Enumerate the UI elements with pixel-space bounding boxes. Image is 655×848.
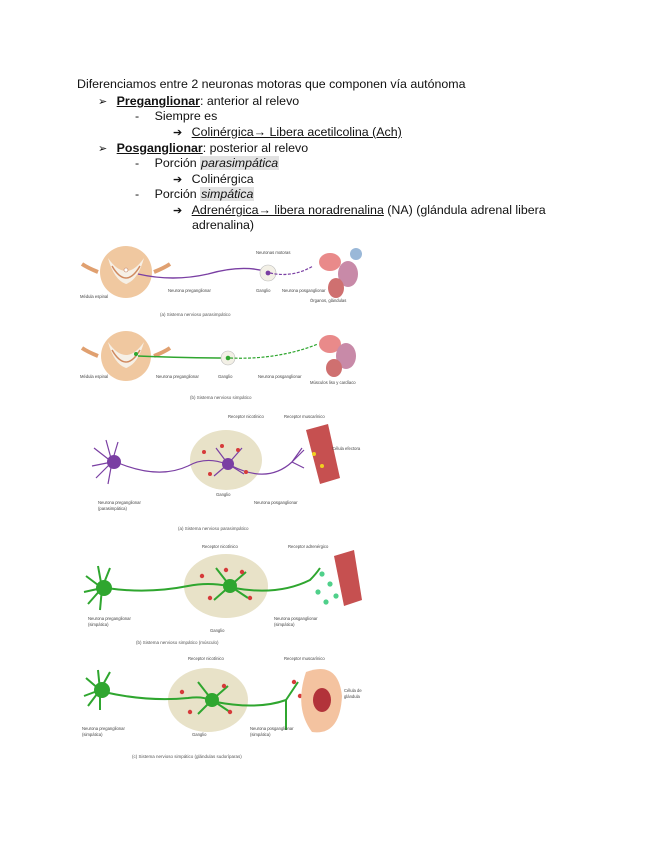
- item-posganglionar: ➢ Posganglionar: posterior al relevo: [98, 141, 308, 157]
- sub-label-prefix: Porción: [154, 156, 201, 170]
- arrow-bullet-icon: ➢: [98, 143, 108, 155]
- dash-bullet: -: [135, 156, 140, 170]
- detail-link: Adrenérgica→ libera noradrenalina: [191, 203, 384, 217]
- right-arrow-icon: ➔: [173, 174, 183, 186]
- svg-text:Receptor nicotínico: Receptor nicotínico: [202, 544, 239, 549]
- svg-text:Músculos liso y cardíaco: Músculos liso y cardíaco: [310, 380, 356, 385]
- svg-text:Médula espinal: Médula espinal: [80, 294, 108, 299]
- highlight-simpatica: simpática: [200, 187, 255, 201]
- highlight-parasimpatica: parasimpática: [200, 156, 280, 170]
- term-posganglionar: Posganglionar: [116, 141, 203, 155]
- sub-label-prefix: Porción: [154, 187, 201, 201]
- svg-text:Ganglio: Ganglio: [192, 732, 207, 737]
- svg-text:Ganglio: Ganglio: [218, 374, 233, 379]
- detail-link: Colinérgica→ Libera acetilcolina (Ach): [191, 125, 402, 139]
- muscle-cell-icon: [334, 550, 362, 606]
- svg-text:Receptor nicotínico: Receptor nicotínico: [188, 656, 225, 661]
- svg-text:Ganglio: Ganglio: [216, 492, 231, 497]
- svg-text:(simpática): (simpática): [88, 622, 109, 627]
- neuron-diagram-icon: [83, 669, 299, 730]
- svg-text:Célula efectora: Célula efectora: [332, 446, 361, 451]
- organs-icon: [319, 248, 362, 298]
- svg-text:Neurona preganglionar: Neurona preganglionar: [82, 726, 125, 731]
- detail-tail: (NA) (glándula adrenal libera: [383, 203, 546, 217]
- intro-text: Diferenciamos entre 2 neuronas motoras q…: [77, 77, 466, 91]
- figure-parasympathetic-neurons: (a) Sistema nervioso parasimpático Neuro…: [91, 414, 361, 531]
- spinal-cord-diagram-icon: [80, 331, 172, 381]
- svg-text:Neurona posganglionar: Neurona posganglionar: [282, 288, 326, 293]
- figure-sympathetic-neurons-muscle: (b) Sistema nervioso simpático (músculo)…: [83, 544, 362, 645]
- svg-text:Neurona posganglionar: Neurona posganglionar: [250, 726, 294, 731]
- svg-text:Médula espinal: Médula espinal: [80, 374, 108, 379]
- sub-label: Siempre es: [154, 109, 218, 123]
- svg-text:Órganos, glándulas: Órganos, glándulas: [310, 298, 346, 303]
- detail-plain: Colinérgica: [191, 172, 254, 186]
- dash-bullet: -: [135, 109, 140, 123]
- ganglion-icon: [259, 264, 277, 282]
- svg-text:(simpática): (simpática): [274, 622, 295, 627]
- figure-sympathetic-schematic: (b) Sistema nervioso simpático Médula es…: [80, 331, 356, 400]
- svg-text:Neurona posganglionar: Neurona posganglionar: [274, 616, 318, 621]
- arrow-bullet-icon: ➢: [98, 96, 108, 108]
- svg-text:(b) Sistema nervioso simpático: (b) Sistema nervioso simpático (músculo): [136, 640, 219, 645]
- svg-text:Neurona posganglionar: Neurona posganglionar: [254, 500, 298, 505]
- dash-bullet: -: [135, 187, 140, 201]
- svg-text:Célula de: Célula de: [344, 688, 362, 693]
- svg-text:(simpática): (simpática): [250, 732, 271, 737]
- svg-text:Neurona preganglionar: Neurona preganglionar: [156, 374, 199, 379]
- svg-text:(a) Sistema nervioso parasimpá: (a) Sistema nervioso parasimpático: [178, 526, 249, 531]
- organs-icon: [319, 335, 356, 377]
- neuron-diagram-icon: [83, 565, 321, 611]
- svg-text:Neuronas motoras: Neuronas motoras: [256, 250, 290, 255]
- svg-text:(c) Sistema nervioso simpático: (c) Sistema nervioso simpático (glándula…: [132, 754, 242, 759]
- term-preganglionar-desc: : anterior al relevo: [199, 94, 300, 108]
- figure-parasympathetic-schematic: (a) Sistema nervioso parasimpático Médul…: [80, 246, 362, 317]
- svg-text:Receptor muscarínico: Receptor muscarínico: [284, 656, 325, 661]
- detail-colinergica-ach: ➔ Colinérgica→ Libera acetilcolina (Ach): [173, 125, 402, 141]
- svg-text:Neurona preganglionar: Neurona preganglionar: [168, 288, 211, 293]
- item-preganglionar: ➢ Preganglionar: anterior al relevo: [98, 94, 299, 110]
- svg-text:(a) Sistema nervioso parasimpá: (a) Sistema nervioso parasimpático: [160, 312, 231, 317]
- sub-siempre-es: - Siempre es: [135, 109, 217, 124]
- right-arrow-icon: ➔: [173, 205, 183, 217]
- right-arrow-icon: ➔: [173, 127, 183, 139]
- receptor-icon: [179, 679, 303, 715]
- gland-cell-icon: [301, 669, 342, 733]
- receptor-icon: [202, 444, 248, 476]
- noradrenaline-icon: [315, 571, 339, 605]
- spinal-cord-diagram-icon: [80, 246, 172, 298]
- neuron-diagram-icon: [91, 439, 305, 485]
- svg-text:(simpática): (simpática): [82, 732, 103, 737]
- svg-text:Receptor muscarínico: Receptor muscarínico: [284, 414, 325, 419]
- detail-adrenergica: ➔ Adrenérgica→ libera noradrenalina (NA)…: [173, 203, 546, 219]
- sub-simpatica: - Porción simpática: [135, 187, 255, 202]
- detail-adrenergica-line2: adrenalina): [192, 218, 254, 232]
- term-posganglionar-desc: : posterior al relevo: [202, 141, 309, 155]
- detail-colinergica: ➔ Colinérgica: [173, 172, 254, 188]
- figure-sympathetic-neurons-gland: (c) Sistema nervioso simpático (glándula…: [82, 656, 362, 759]
- receptor-icon: [199, 567, 253, 601]
- svg-text:(b) Sistema nervioso simpático: (b) Sistema nervioso simpático: [190, 395, 252, 400]
- svg-text:Neurona preganglionar: Neurona preganglionar: [98, 500, 141, 505]
- svg-text:Ganglio: Ganglio: [210, 628, 225, 633]
- term-preganglionar: Preganglionar: [116, 94, 200, 108]
- svg-text:(parasimpática): (parasimpática): [98, 506, 127, 511]
- svg-text:Receptor nicotínico: Receptor nicotínico: [228, 414, 265, 419]
- sub-parasimpatica: - Porción parasimpática: [135, 156, 280, 171]
- svg-text:Receptor adrenérgico: Receptor adrenérgico: [288, 544, 329, 549]
- svg-text:Ganglio: Ganglio: [256, 288, 271, 293]
- svg-text:glándula: glándula: [344, 694, 361, 699]
- svg-text:Neurona posganglionar: Neurona posganglionar: [258, 374, 302, 379]
- svg-text:Neurona preganglionar: Neurona preganglionar: [88, 616, 131, 621]
- muscle-cell-icon: [306, 424, 340, 484]
